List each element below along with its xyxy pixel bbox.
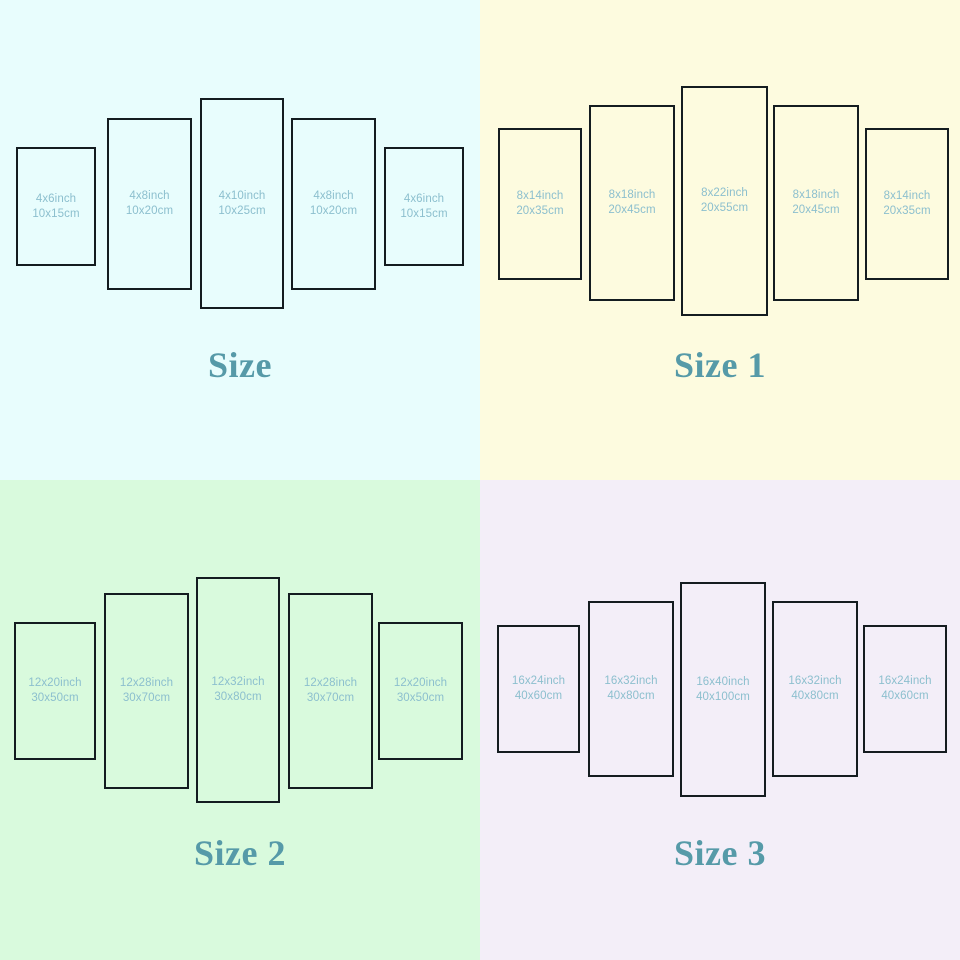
canvas-panel[interactable]: 8x14inch 20x35cm	[498, 128, 582, 280]
panel-dimension-cm: 40x80cm	[607, 690, 655, 702]
quadrant-size[interactable]: 4x6inch 10x15cm 4x8inch 10x20cm 4x10inch 10x2…	[0, 0, 480, 480]
panel-dimension-inch: 8x22inch	[701, 187, 748, 199]
panel-dimension-inch: 8x14inch	[516, 190, 564, 202]
panel-dimension-cm: 40x60cm	[881, 690, 929, 702]
canvas-panel[interactable]: 16x24inch 40x60cm	[497, 625, 580, 753]
canvas-panel[interactable]: 16x24inch 40x60cm	[863, 625, 947, 753]
panel-dimension-inch: 12x20inch	[393, 677, 448, 689]
panel-dimension-cm: 20x45cm	[792, 204, 840, 216]
panel-dimension-inch: 4x10inch	[218, 189, 266, 202]
quadrant-title-size: Size	[208, 345, 272, 385]
canvas-panel[interactable]: 8x18inch 20x45cm	[589, 105, 675, 301]
panel-dimension-inch: 16x40inch	[696, 675, 750, 688]
panel-dimension-inch: 12x28inch	[119, 677, 174, 689]
canvas-panel[interactable]: 12x28inch 30x70cm	[288, 593, 373, 789]
panel-dimension-label: 16x32inch 40x80cm	[788, 674, 841, 704]
canvas-panel[interactable]: 16x40inch 40x100cm	[680, 582, 766, 797]
canvas-panel[interactable]: 16x32inch 40x80cm	[772, 601, 858, 777]
canvas-panel[interactable]: 8x22inch 20x55cm	[681, 86, 768, 316]
canvas-panel[interactable]: 4x8inch 10x20cm	[291, 118, 376, 290]
panel-dimension-label: 4x6inch 10x15cm	[32, 192, 79, 222]
panel-group-size: 4x6inch 10x15cm 4x8inch 10x20cm 4x10inch 10x2…	[0, 0, 480, 480]
quadrant-title-size-3: Size 3	[674, 833, 766, 873]
panel-dimension-label: 8x18inch 20x45cm	[792, 188, 839, 218]
canvas-panel[interactable]: 16x32inch 40x80cm	[588, 601, 674, 777]
panel-group-size-3: 16x24inch 40x60cm 16x32inch 40x80cm 16x40inc…	[480, 480, 960, 960]
panel-dimension-cm: 20x55cm	[700, 202, 749, 214]
panel-dimension-inch: 16x24inch	[511, 675, 566, 687]
panel-dimension-cm: 20x45cm	[608, 204, 656, 216]
canvas-panel[interactable]: 4x6inch 10x15cm	[384, 147, 464, 266]
quadrant-size-3[interactable]: 16x24inch 40x60cm 16x32inch 40x80cm 16x40inc…	[480, 480, 960, 960]
panel-group-size-2: 12x20inch 30x50cm 12x28inch 30x70cm 12x32inc…	[0, 480, 480, 960]
quadrant-size-2[interactable]: 12x20inch 30x50cm 12x28inch 30x70cm 12x32inc…	[0, 480, 480, 960]
panel-dimension-inch: 12x28inch	[303, 677, 358, 689]
quadrant-title-size-2: Size 2	[194, 833, 286, 873]
panel-dimension-inch: 12x20inch	[28, 677, 82, 689]
panel-dimension-label: 12x28inch 30x70cm	[120, 676, 173, 706]
panel-dimension-cm: 30x50cm	[396, 692, 445, 704]
panel-dimension-label: 8x22inch 20x55cm	[701, 186, 748, 216]
panel-dimension-inch: 16x24inch	[878, 675, 932, 687]
panel-dimension-label: 16x24inch 40x60cm	[878, 674, 931, 704]
panel-dimension-label: 12x20inch 30x50cm	[394, 676, 447, 706]
panel-dimension-label: 12x20inch 30x50cm	[28, 676, 81, 706]
panel-dimension-cm: 10x20cm	[309, 205, 358, 217]
panel-dimension-inch: 4x8inch	[129, 190, 170, 202]
canvas-panel[interactable]: 4x8inch 10x20cm	[107, 118, 192, 290]
canvas-panel[interactable]: 12x20inch 30x50cm	[14, 622, 96, 760]
panel-dimension-label: 4x8inch 10x20cm	[310, 189, 357, 219]
canvas-panel[interactable]: 12x32inch 30x80cm	[196, 577, 280, 803]
canvas-panel[interactable]: 8x18inch 20x45cm	[773, 105, 859, 301]
panel-dimension-label: 12x32inch 30x80cm	[211, 675, 264, 705]
panel-dimension-cm: 10x20cm	[125, 205, 174, 217]
panel-dimension-inch: 4x6inch	[403, 192, 445, 205]
panel-dimension-cm: 40x80cm	[791, 690, 839, 702]
panel-group-size-1: 8x14inch 20x35cm 8x18inch 20x45cm 8x22inch 20…	[480, 0, 960, 480]
panel-dimension-inch: 16x32inch	[604, 675, 658, 687]
panel-dimension-cm: 30x70cm	[122, 692, 171, 704]
panel-dimension-inch: 4x8inch	[313, 190, 354, 202]
quadrant-size-1[interactable]: 8x14inch 20x35cm 8x18inch 20x45cm 8x22inch 20…	[480, 0, 960, 480]
panel-dimension-cm: 30x80cm	[214, 691, 262, 703]
panel-dimension-cm: 10x25cm	[218, 204, 266, 217]
canvas-panel[interactable]: 4x10inch 10x25cm	[200, 98, 284, 309]
quadrant-title-size-1: Size 1	[674, 345, 766, 385]
panel-dimension-cm: 10x15cm	[400, 207, 448, 220]
panel-dimension-cm: 20x35cm	[883, 205, 931, 217]
canvas-panel[interactable]: 8x14inch 20x35cm	[865, 128, 949, 280]
panel-dimension-inch: 8x14inch	[883, 190, 931, 202]
canvas-panel[interactable]: 12x28inch 30x70cm	[104, 593, 189, 789]
panel-dimension-label: 4x10inch 10x25cm	[218, 189, 265, 219]
canvas-panel[interactable]: 4x6inch 10x15cm	[16, 147, 96, 266]
panel-dimension-label: 8x14inch 20x35cm	[883, 189, 930, 219]
panel-dimension-inch: 8x18inch	[792, 189, 840, 201]
panel-dimension-label: 4x6inch 10x15cm	[400, 192, 447, 222]
panel-dimension-cm: 10x15cm	[32, 207, 80, 220]
panel-dimension-label: 12x28inch 30x70cm	[304, 676, 357, 706]
panel-dimension-cm: 30x50cm	[31, 692, 79, 704]
panel-dimension-cm: 40x100cm	[696, 690, 750, 703]
panel-dimension-label: 16x40inch 40x100cm	[696, 675, 750, 705]
panel-dimension-cm: 40x60cm	[514, 690, 563, 702]
panel-dimension-inch: 12x32inch	[211, 676, 265, 688]
panel-dimension-inch: 8x18inch	[608, 189, 656, 201]
panel-dimension-inch: 4x6inch	[35, 192, 77, 205]
panel-dimension-label: 16x32inch 40x80cm	[604, 674, 657, 704]
panel-dimension-inch: 16x32inch	[788, 675, 842, 687]
panel-dimension-label: 8x18inch 20x45cm	[608, 188, 655, 218]
canvas-panel[interactable]: 12x20inch 30x50cm	[378, 622, 463, 760]
panel-dimension-label: 4x8inch 10x20cm	[126, 189, 173, 219]
panel-dimension-cm: 30x70cm	[306, 692, 355, 704]
panel-dimension-label: 16x24inch 40x60cm	[512, 674, 565, 704]
panel-dimension-cm: 20x35cm	[516, 205, 564, 217]
panel-dimension-label: 8x14inch 20x35cm	[516, 189, 563, 219]
